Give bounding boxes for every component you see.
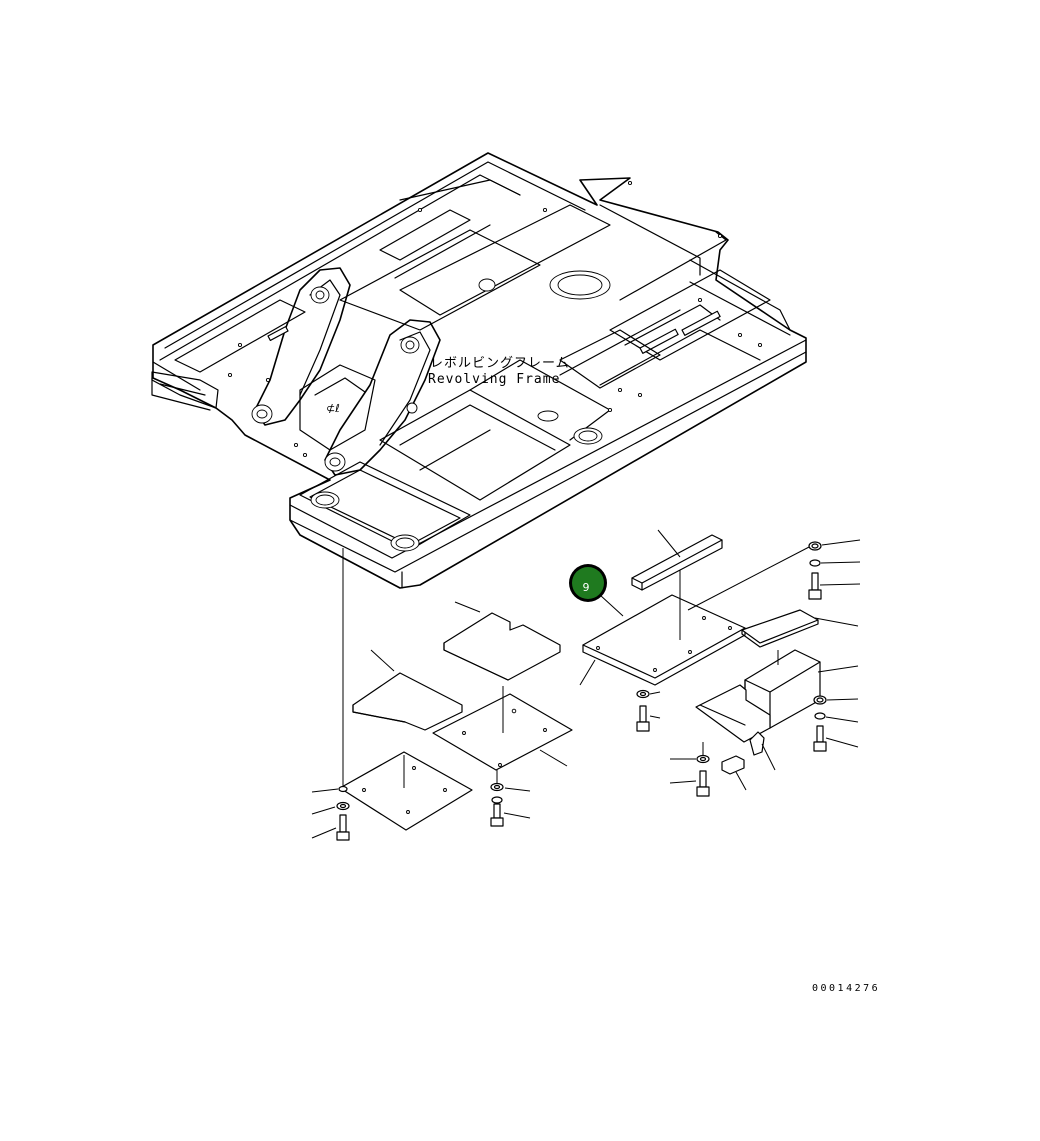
left-undercover-group: [311, 601, 573, 841]
callout-fill: [572, 567, 604, 599]
callout-number: 9: [583, 581, 590, 594]
svg-text:⊄ℓ: ⊄ℓ: [326, 402, 340, 415]
revolving-frame: ⊄ℓ: [151, 152, 807, 589]
frame-label-japanese: レボルビングフレーム: [430, 356, 570, 371]
right-undercover-group: [579, 529, 861, 797]
frame-bolt-holes: [227, 180, 763, 458]
drawing-number: 00014276: [812, 983, 880, 994]
callout-9[interactable]: 9: [569, 564, 607, 602]
frame-label-english: Revolving Frame: [428, 372, 560, 387]
